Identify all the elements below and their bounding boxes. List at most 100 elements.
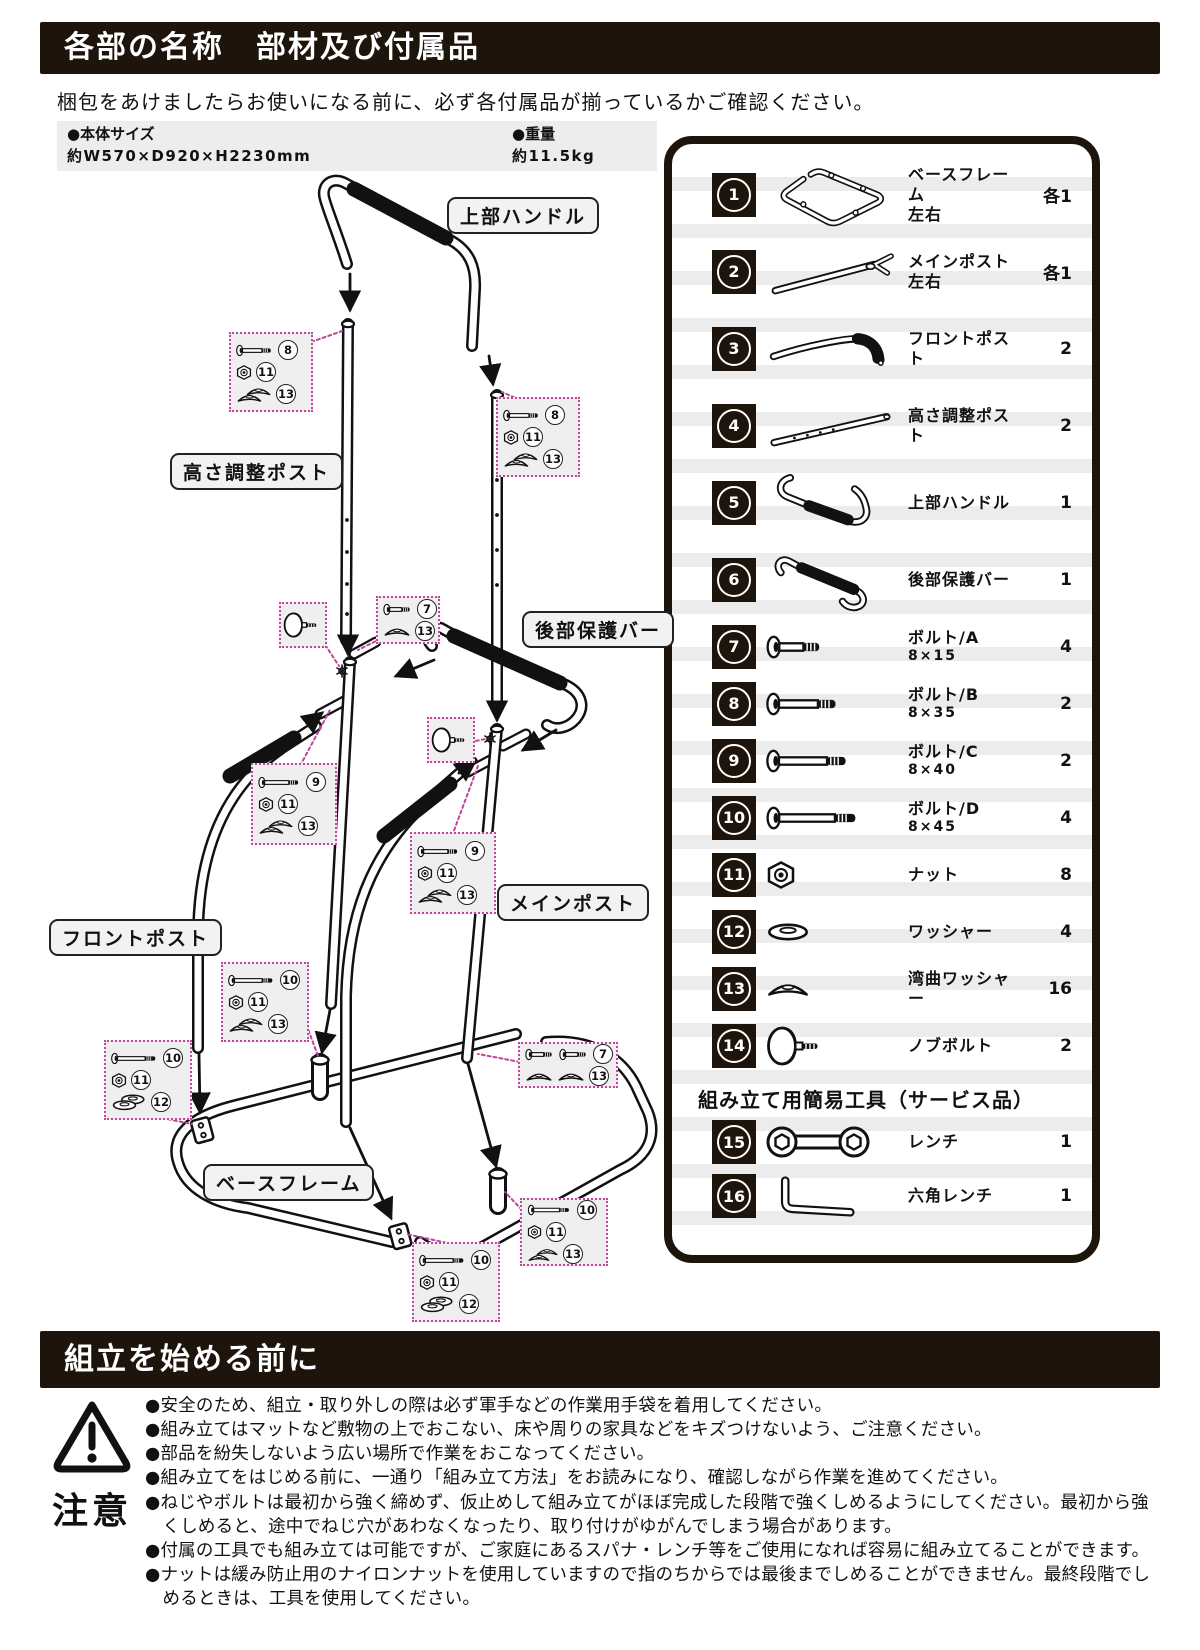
callout-number: 11	[278, 794, 298, 814]
part-qty: 各1	[1043, 264, 1072, 284]
part-number: 9	[717, 743, 751, 778]
washer-illustration	[756, 922, 908, 942]
bolt-icon	[559, 1048, 589, 1061]
part-qty: 2	[1060, 415, 1072, 436]
curved-washer-icon	[236, 386, 272, 403]
part-number-badge: 4	[712, 403, 756, 448]
part-number: 14	[717, 1028, 751, 1063]
callout-number: 9	[465, 841, 485, 861]
part-number-badge: 13	[712, 966, 756, 1011]
part-name: 高さ調整ポスト	[908, 405, 1011, 445]
label-upper-handle: 上部ハンドル	[447, 197, 600, 234]
part-number: 8	[717, 686, 751, 721]
part-number-badge: 16	[712, 1174, 756, 1218]
callout-7-13-pair: 7 13	[518, 1042, 618, 1088]
callout-number: 11	[256, 362, 276, 382]
bolt-icon	[228, 974, 276, 987]
parts-row-base-frame: 1 ベースフレーム左右 各1	[712, 156, 1078, 233]
spec-band: ●本体サイズ 約W570×D920×H2230mm ●重量 約11.5kg	[57, 121, 657, 171]
section1-title: 各部の名称 部材及び付属品	[64, 30, 480, 65]
part-number-badge: 10	[712, 795, 756, 840]
weight-label: ●重量	[512, 125, 556, 143]
washer-icon	[111, 1093, 147, 1111]
part-number: 3	[717, 331, 751, 366]
callout-number: 10	[471, 1250, 491, 1270]
front-post-illustration	[756, 319, 908, 379]
height-post-illustration	[756, 402, 908, 450]
part-number-badge: 8	[712, 681, 756, 726]
part-qty: 4	[1060, 807, 1072, 828]
callout-10-11-13: 10 11 13	[520, 1198, 608, 1266]
part-number-badge: 15	[712, 1120, 756, 1164]
callout-number: 8	[278, 340, 298, 360]
knob-bolt-illustration	[756, 1026, 908, 1066]
callout-number: 7	[417, 599, 437, 619]
bolt-icon	[111, 1052, 159, 1065]
parts-list-panel: 1 ベースフレーム左右 各1 2 メインポスト左右	[664, 136, 1100, 1263]
washer-icon	[419, 1295, 455, 1313]
curved-washer-icon	[383, 626, 411, 637]
callout-number: 11	[439, 1272, 459, 1292]
callout-8-11-13: 8 11 13	[229, 332, 313, 412]
part-name: 後部保護バー	[908, 569, 1011, 589]
callout-number: 12	[151, 1092, 171, 1112]
callout-10-11-13: 10 11 13	[221, 962, 309, 1042]
label-main-post: メインポスト	[497, 884, 650, 921]
part-name: メインポスト左右	[908, 251, 1011, 291]
part-qty: 2	[1060, 693, 1072, 714]
callout-knob-bolt	[427, 717, 475, 763]
nut-icon	[527, 1225, 542, 1239]
part-qty: 8	[1060, 864, 1072, 885]
part-number-badge: 5	[712, 480, 756, 525]
callout-number: 13	[415, 621, 435, 641]
callout-number: 11	[437, 863, 457, 883]
part-qty: 4	[1060, 921, 1072, 942]
curved-washer-illustration	[756, 980, 908, 998]
intro-text: 梱包をあけましたらお使いになる前に、必ず各付属品が揃っているかご確認ください。	[57, 90, 875, 114]
callout-number: 7	[593, 1044, 613, 1064]
caution-label: 注意	[51, 1491, 132, 1532]
tools-section-header: 組み立て用簡易工具（サービス品）	[698, 1088, 1034, 1112]
part-number: 16	[717, 1179, 751, 1213]
main-post-illustration	[756, 244, 908, 300]
part-name: 上部ハンドル	[908, 492, 1011, 512]
callout-number: 13	[298, 816, 318, 836]
rear-bar-illustration	[756, 548, 908, 612]
bolt-icon	[236, 344, 274, 357]
part-name: ベースフレーム左右	[908, 164, 1010, 224]
part-name: ワッシャー	[908, 921, 994, 941]
part-name: ノブボルト	[908, 1035, 994, 1055]
parts-row-knob-bolt: 14 ノブボルト 2	[712, 1017, 1078, 1074]
wrench-illustration	[756, 1124, 908, 1160]
part-name: 六角レンチ	[908, 1186, 994, 1205]
parts-row-main-post: 2 メインポスト左右 各1	[712, 233, 1078, 310]
part-number-badge: 14	[712, 1023, 756, 1068]
callout-10-11-12: 10 11 12	[412, 1242, 500, 1322]
nut-icon	[503, 430, 519, 445]
precaution-item: ●付属の工具でも組み立ては可能ですが、ご家庭にあるスパナ・レンチ等をご使用になれ…	[145, 1540, 1150, 1561]
curved-washer-icon	[417, 887, 453, 904]
part-number-badge: 12	[712, 909, 756, 954]
parts-row-upper-handle: 5 上部ハンドル 1	[712, 464, 1078, 541]
bolt-b-illustration	[756, 691, 908, 717]
callout-knob-bolt	[279, 602, 327, 648]
bolt-icon	[419, 1254, 467, 1267]
part-number: 15	[717, 1125, 751, 1159]
knob-bolt-icon	[431, 727, 471, 753]
nut-illustration	[756, 861, 908, 889]
callout-number: 11	[248, 992, 268, 1012]
callout-7-13: 7 13	[376, 596, 440, 644]
part-number: 1	[717, 177, 751, 212]
parts-row-hex-wrench: 16 六角レンチ 1	[712, 1169, 1078, 1223]
callout-number: 8	[545, 405, 565, 425]
part-name: 湾曲ワッシャー	[908, 968, 1011, 1008]
precaution-item: ●安全のため、組立・取り外しの際は必ず軍手などの作業用手袋を着用してください。	[145, 1396, 833, 1416]
part-number: 12	[717, 914, 751, 949]
curved-washer-icon	[527, 1247, 559, 1262]
bolt-c-illustration	[756, 748, 908, 774]
callout-number: 11	[546, 1222, 566, 1242]
